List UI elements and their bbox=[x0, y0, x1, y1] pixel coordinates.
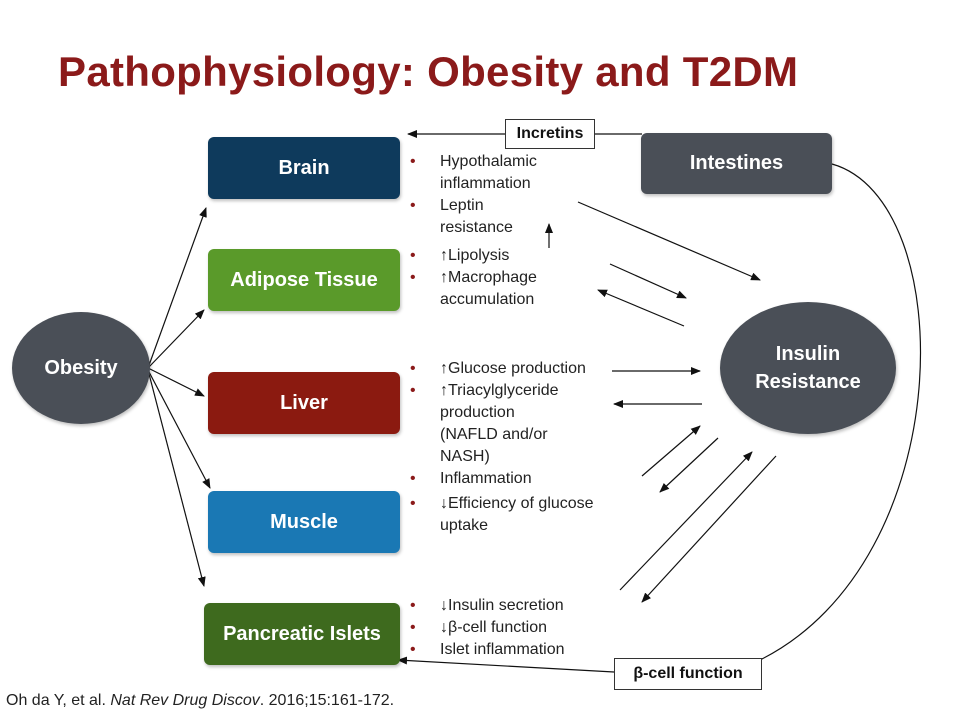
arrow-obesity-brain bbox=[147, 207, 207, 369]
arrow-adipose-insulin bbox=[609, 263, 687, 299]
insulin-resistance-node: Insulin Resistance bbox=[720, 302, 896, 434]
list-item: ↓Insulin secretion bbox=[410, 595, 610, 617]
arrow-brain-insulin bbox=[577, 201, 761, 281]
brain-node: Brain bbox=[208, 137, 400, 199]
slide-title: Pathophysiology: Obesity and T2DM bbox=[58, 48, 799, 95]
intestines-label: Intestines bbox=[689, 152, 784, 174]
list-item: Leptin resistance bbox=[410, 195, 560, 239]
liver-label: Liver bbox=[280, 391, 328, 414]
adipose-node: Adipose Tissue bbox=[208, 249, 400, 311]
insulin-resistance-line2: Resistance bbox=[755, 371, 861, 393]
citation-journal: Nat Rev Drug Discov bbox=[110, 692, 260, 709]
arrow-muscle-insulin bbox=[641, 425, 701, 477]
list-item: ↓Efficiency of glucose uptake bbox=[410, 493, 624, 537]
incretins-label: Incretins bbox=[505, 119, 595, 149]
list-item: ↓β-cell function bbox=[410, 617, 610, 639]
insulin-resistance-line1: Insulin bbox=[775, 343, 841, 365]
list-item: Hypothalamic inflammation bbox=[410, 151, 560, 195]
pancreatic-effects: ↓Insulin secretion ↓β-cell function Isle… bbox=[410, 595, 610, 661]
citation-authors: Oh da Y, et al. bbox=[6, 692, 111, 709]
citation: Oh da Y, et al. Nat Rev Drug Discov. 201… bbox=[6, 692, 394, 710]
liver-effects: ↑Glucose production ↑Triacylglyceride pr… bbox=[410, 358, 610, 490]
list-item: Islet inflammation bbox=[410, 639, 610, 661]
muscle-effects: ↓Efficiency of glucose uptake bbox=[410, 493, 624, 537]
citation-details: . 2016;15:161-172. bbox=[259, 692, 395, 709]
arrow-obesity-pancreatic bbox=[147, 369, 206, 587]
arrow-insulin-pancreatic bbox=[641, 455, 777, 603]
pancreatic-label: Pancreatic Islets bbox=[223, 622, 381, 645]
adipose-effects: ↑Lipolysis ↑Macrophage accumulation bbox=[410, 245, 560, 311]
obesity-label: Obesity bbox=[44, 357, 118, 379]
incretins-text: Incretins bbox=[516, 125, 584, 142]
adipose-label: Adipose Tissue bbox=[230, 268, 378, 291]
arrow-obesity-adipose bbox=[147, 309, 205, 369]
arrow-beta-pancreatic bbox=[397, 656, 615, 673]
list-item: ↑Lipolysis bbox=[410, 245, 560, 267]
list-item: ↑Triacylglyceride production (NAFLD and/… bbox=[410, 380, 610, 468]
muscle-label: Muscle bbox=[270, 510, 338, 533]
arrow-insulin-muscle bbox=[659, 437, 719, 493]
curve-intestines-beta bbox=[759, 163, 922, 661]
brain-effects: Hypothalamic inflammation Leptin resista… bbox=[410, 151, 560, 239]
list-item: ↑Glucose production bbox=[410, 358, 610, 380]
list-item: Inflammation bbox=[410, 468, 610, 490]
liver-node: Liver bbox=[208, 372, 400, 434]
intestines-node: Intestines bbox=[641, 133, 832, 194]
arrow-obesity-liver bbox=[147, 367, 205, 397]
arrow-pancreatic-insulin bbox=[619, 451, 753, 591]
arrow-obesity-muscle bbox=[147, 369, 211, 489]
list-item: ↑Macrophage accumulation bbox=[410, 267, 560, 311]
arrow-insulin-adipose bbox=[597, 289, 685, 327]
beta-cell-function-text: β-cell function bbox=[633, 665, 743, 682]
brain-label: Brain bbox=[278, 156, 330, 179]
obesity-node: Obesity bbox=[12, 312, 150, 424]
muscle-node: Muscle bbox=[208, 491, 400, 553]
beta-cell-function-label: β-cell function bbox=[614, 658, 762, 690]
pancreatic-node: Pancreatic Islets bbox=[204, 603, 400, 665]
